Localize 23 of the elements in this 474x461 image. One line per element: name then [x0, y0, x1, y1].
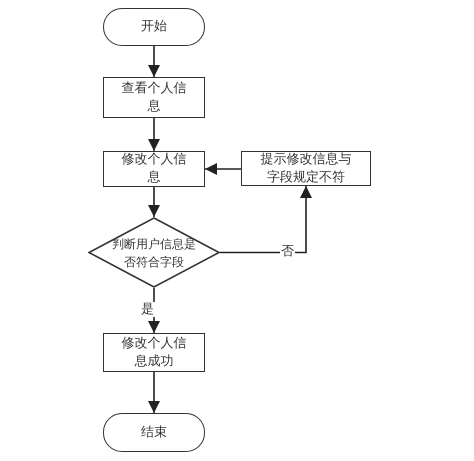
process-box — [103, 333, 205, 372]
process-box — [103, 77, 205, 118]
node-text: 结束 — [141, 424, 167, 442]
start-terminal — [103, 8, 205, 46]
end-terminal — [103, 413, 205, 452]
process-box — [103, 151, 205, 187]
edge-label: 是 — [140, 302, 155, 317]
arrow — [148, 372, 160, 413]
arrow — [220, 186, 312, 254]
node-text: 提示修改信息与字段规定不符 — [260, 150, 352, 186]
node-text: 开始 — [141, 18, 167, 36]
arrow — [148, 46, 160, 77]
edge-label: 否 — [280, 244, 295, 259]
process-box — [241, 151, 371, 186]
node-text: 判断用户信息是否符合字段 — [111, 236, 197, 270]
arrow — [148, 187, 160, 217]
node-text: 修改个人信息 — [120, 151, 188, 187]
decision-diamond — [88, 217, 220, 288]
node-text: 修改个人信息成功 — [120, 334, 188, 370]
arrow — [148, 118, 160, 151]
arrow — [148, 288, 160, 333]
node-text: 查看个人信息 — [120, 80, 188, 116]
arrow — [205, 163, 241, 175]
